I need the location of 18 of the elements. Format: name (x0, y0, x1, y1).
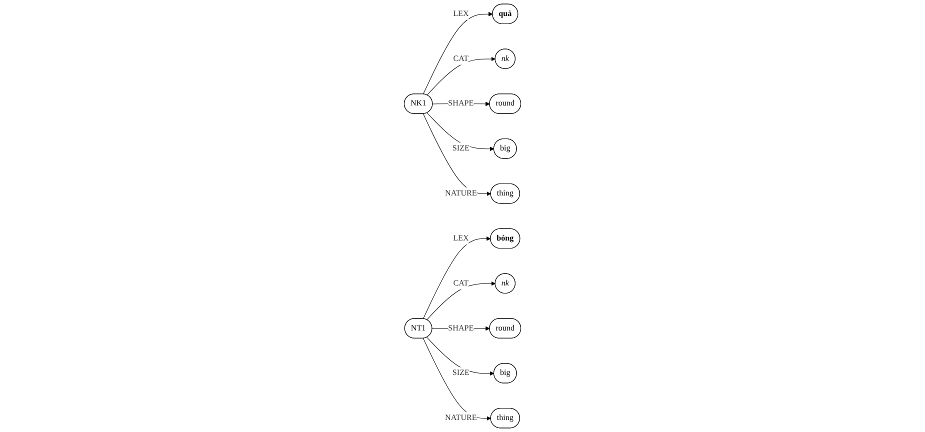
edge-label: LEX (453, 9, 469, 18)
arrow (426, 337, 494, 376)
edge-label: NATURE (445, 189, 477, 198)
arrow (426, 56, 496, 96)
edge-label: SIZE (452, 368, 470, 378)
arrow (422, 12, 493, 94)
edge-label: CAT (453, 278, 469, 288)
edge-label: SHAPE (448, 99, 474, 108)
edge-label: CAT (453, 54, 469, 63)
arrow (422, 338, 492, 421)
edge-label: LEX (453, 234, 469, 242)
arrow (422, 236, 491, 319)
arrow (426, 281, 496, 320)
edge-label: SIZE (452, 144, 470, 153)
edge-label: SHAPE (448, 324, 474, 332)
arrow (422, 114, 492, 196)
edge-label: NATURE (445, 414, 477, 422)
arrow (426, 112, 494, 152)
